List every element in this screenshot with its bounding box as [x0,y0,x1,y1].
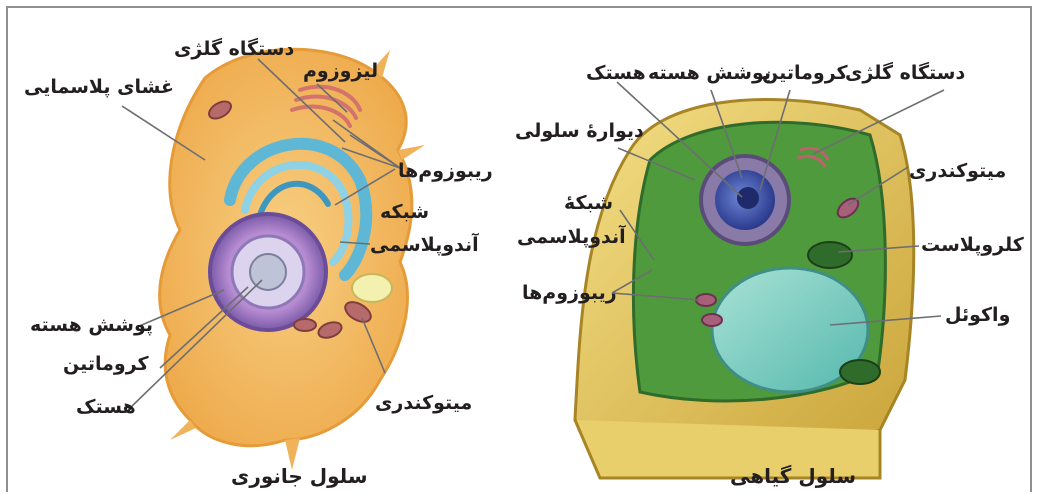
label-plant-nuclear-envelope: پوشش هسته [648,64,771,83]
caption-plant-cell: سلول گیاهی [730,466,856,486]
plant-nucleolus [737,187,759,209]
label-animal-lysosome: لیزوزوم [303,62,378,81]
label-plant-cell-wall: دیوارهٔ سلولی [515,122,644,141]
plant-nucleus [701,156,789,244]
label-animal-plasma-membrane: غشای پلاسمایی [24,78,174,97]
plant-cell [575,99,914,478]
animal-nucleolus [250,254,286,290]
label-plant-chloroplast: کلروپلاست [921,236,1024,255]
label-plant-nucleolus: هستک [586,64,646,83]
label-animal-golgi: دستگاه گلژی [174,40,294,59]
caption-animal-cell: سلول جانوری [231,466,368,486]
label-plant-er-line2: آندوپلاسمی [517,228,626,247]
label-animal-ribosomes: ریبوزوم‌ها [398,162,493,181]
label-animal-chromatin: کروماتین [63,355,149,374]
label-animal-nuclear-envelope: پوشش هسته [30,316,153,335]
label-animal-er-line2: آندوپلاسمی [370,236,479,255]
label-animal-nucleolus: هستک [76,398,136,417]
label-animal-mitochondrion: میتوکندری [375,394,472,413]
label-animal-er-line1: شبکه [380,203,429,222]
label-plant-chromatin: کروماتین [762,64,848,83]
animal-vesicle [352,274,392,302]
label-plant-ribosomes: ریبوزوم‌ها [522,284,617,303]
label-plant-er-line1: شبکهٔ [564,194,613,213]
label-plant-mitochondrion: میتوکندری [909,162,1006,181]
label-plant-vacuole: واکوئل [945,306,1010,325]
label-plant-golgi: دستگاه گلژی [845,64,965,83]
